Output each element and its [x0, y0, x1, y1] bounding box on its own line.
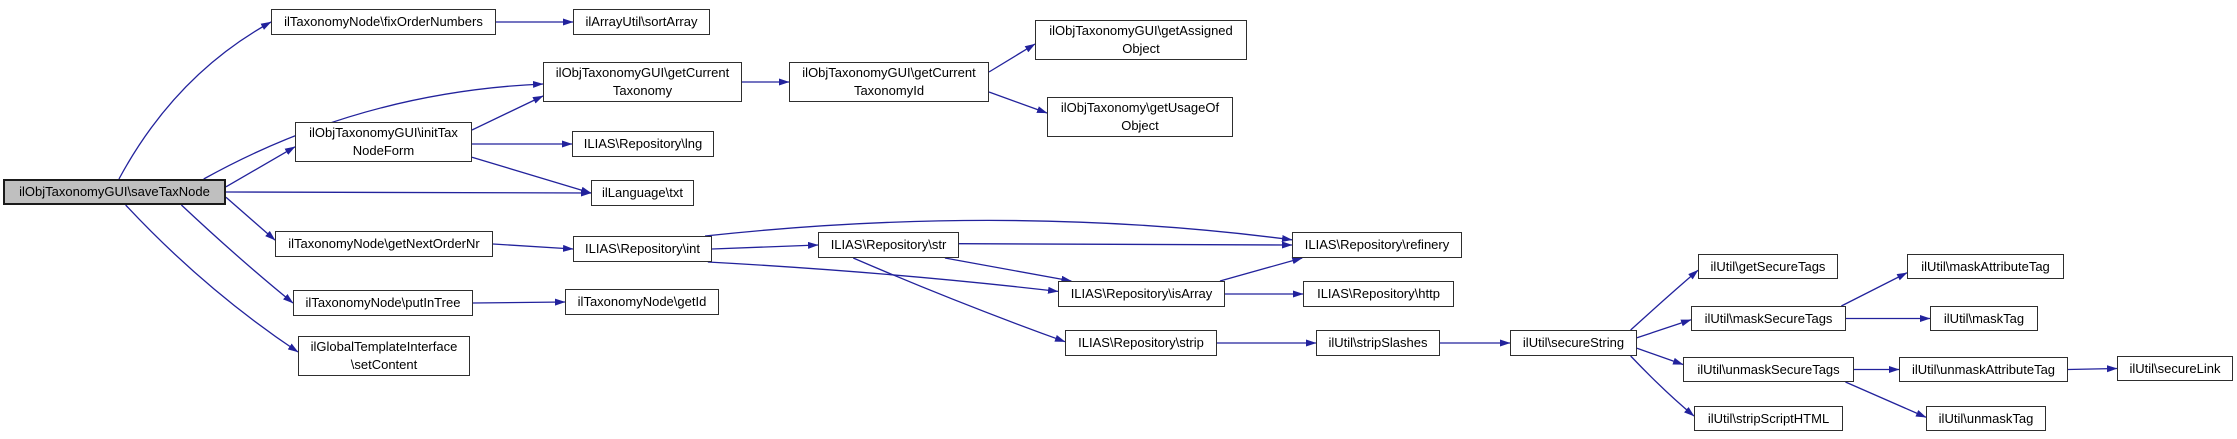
graph-node-label: ILIAS\Repository\http [1317, 286, 1440, 301]
graph-node-label: ilLanguage\txt [602, 185, 683, 200]
graph-node-label: ILIAS\Repository\refinery [1304, 237, 1450, 252]
graph-node-label: ilUtil\unmaskAttributeTag [1911, 361, 2056, 377]
graph-node-sort[interactable]: ilArrayUtil\sortArray [573, 9, 710, 35]
graph-node-strip[interactable]: ILIAS\Repository\strip [1065, 330, 1217, 356]
call-edge-gnon-int [492, 243, 574, 252]
graph-node-label: ilUtil\unmaskSecureTags [1697, 361, 1840, 377]
graph-node-label: NodeForm [352, 143, 415, 158]
graph-node-lng[interactable]: ILIAS\Repository\lng [572, 131, 714, 157]
graph-node-label: ILIAS\Repository\str [830, 237, 947, 252]
graph-node-label: ilObjTaxonomyGUI\initTax [309, 125, 458, 140]
graph-node-label: ILIAS\Repository\isArray [1070, 286, 1213, 301]
graph-node-http[interactable]: ILIAS\Repository\http [1303, 281, 1454, 307]
call-edge-str-isa [944, 257, 1072, 283]
graph-node-setc[interactable]: ilGlobalTemplateInterface \setContent [298, 336, 470, 376]
call-edge-sstr-ssh [1630, 355, 1695, 417]
call-edge-int-str [711, 241, 819, 250]
call-edge-sstr-gst [1630, 269, 1699, 331]
graph-node-label: ilObjTaxonomyGUI\saveTaxNode [19, 184, 210, 199]
call-edge-int-ref [704, 219, 1293, 242]
graph-node-label: ilTaxonomyNode\getId [577, 294, 707, 309]
graph-node-gnon[interactable]: ilTaxonomyNode\getNextOrderNr [275, 231, 493, 257]
graph-node-label: ilUtil\stripScriptHTML [1707, 410, 1830, 426]
call-edge-save-setc [125, 204, 299, 353]
graph-node-label: ilUtil\maskTag [1943, 310, 2025, 326]
graph-node-mtg[interactable]: ilUtil\maskTag [1930, 306, 2038, 331]
graph-node-label: ilUtil\secureString [1522, 335, 1625, 350]
graph-node-gid[interactable]: ilTaxonomyNode\getId [565, 289, 719, 315]
call-edge-gcti-guo [988, 91, 1048, 114]
graph-node-slk[interactable]: ilUtil\secureLink [2117, 356, 2233, 381]
graph-node-label: ilObjTaxonomyGUI\getCurrent [802, 65, 976, 80]
graph-node-label: ilTaxonomyNode\fixOrderNumbers [284, 14, 483, 29]
graph-node-label: ilUtil\maskSecureTags [1704, 310, 1833, 326]
graph-node-label: ilUtil\unmaskTag [1938, 410, 2034, 426]
graph-node-ref[interactable]: ILIAS\Repository\refinery [1292, 232, 1462, 258]
call-edge-int-isa [707, 261, 1059, 294]
graph-node-label: TaxonomyId [853, 83, 925, 98]
graph-node-mat[interactable]: ilUtil\maskAttributeTag [1907, 254, 2064, 279]
call-edge-str-ref [958, 241, 1293, 249]
call-edge-sstr-ust [1636, 347, 1684, 366]
call-edge-save-fix [118, 21, 272, 180]
graph-node-label: ilUtil\getSecureTags [1710, 258, 1826, 274]
graph-node-label: ilObjTaxonomy\getUsageOf [1060, 100, 1220, 115]
graph-node-label: ilUtil\stripSlashes [1328, 335, 1428, 350]
call-edge-sstr-mst [1636, 319, 1692, 339]
graph-node-pit[interactable]: ilTaxonomyNode\putInTree [293, 290, 473, 316]
graph-node-label: ilUtil\secureLink [2129, 360, 2221, 376]
graph-node-label: ilTaxonomyNode\getNextOrderNr [288, 236, 480, 251]
graph-node-gst[interactable]: ilUtil\getSecureTags [1698, 254, 1838, 279]
graph-node-utg[interactable]: ilUtil\unmaskTag [1926, 406, 2046, 431]
graph-node-save[interactable]: ilObjTaxonomyGUI\saveTaxNode [3, 179, 226, 205]
graph-node-label: ilObjTaxonomyGUI\getCurrent [555, 65, 730, 80]
graph-node-uat[interactable]: ilUtil\unmaskAttributeTag [1899, 357, 2068, 382]
graph-node-isa[interactable]: ILIAS\Repository\isArray [1058, 281, 1225, 307]
graph-node-label: ilTaxonomyNode\putInTree [305, 295, 461, 310]
graph-node-label: ilGlobalTemplateInterface [310, 339, 458, 354]
graph-node-label: ILIAS\Repository\int [585, 241, 700, 256]
call-edge-save-pit [180, 204, 294, 304]
graph-node-str[interactable]: ILIAS\Repository\str [818, 232, 959, 258]
graph-node-label: ILIAS\Repository\lng [583, 136, 703, 151]
graph-node-ust[interactable]: ilUtil\unmaskSecureTags [1683, 357, 1854, 382]
graph-node-sls[interactable]: ilUtil\stripSlashes [1316, 330, 1440, 356]
graph-node-label: ilUtil\maskAttributeTag [1921, 258, 2050, 274]
call-edge-mst-mat [1841, 272, 1908, 307]
graph-node-sstr[interactable]: ilUtil\secureString [1510, 330, 1637, 356]
graph-node-int[interactable]: ILIAS\Repository\int [573, 236, 712, 262]
call-edge-ust-utg [1845, 381, 1927, 418]
call-edge-isa-ref [1219, 257, 1303, 282]
graph-node-label: ilArrayUtil\sortArray [585, 14, 698, 29]
graph-node-fix[interactable]: ilTaxonomyNode\fixOrderNumbers [271, 9, 496, 35]
call-edge-save-gct [203, 80, 544, 180]
graph-node-label: Taxonomy [612, 83, 673, 98]
call-edge-pit-gid [472, 298, 566, 306]
call-edge-save-gnon [225, 196, 276, 241]
graph-node-mst[interactable]: ilUtil\maskSecureTags [1691, 306, 1846, 331]
graph-node-label: ILIAS\Repository\strip [1078, 335, 1204, 350]
graph-node-label: Object [1122, 41, 1160, 56]
graph-node-txt[interactable]: ilLanguage\txt [591, 180, 694, 206]
graph-node-label: Object [1121, 118, 1159, 133]
graph-node-label: ilObjTaxonomyGUI\getAssigned [1049, 23, 1233, 38]
call-edge-save-itnf [225, 146, 296, 188]
graph-node-label: \setContent [350, 357, 418, 372]
call-edge-itnf-txt [471, 156, 592, 194]
call-edge-str-strip [852, 257, 1066, 343]
call-edge-itnf-gct [471, 95, 544, 131]
call-edge-gcti-gao [988, 43, 1036, 73]
graph-node-ssh[interactable]: ilUtil\stripScriptHTML [1694, 406, 1843, 431]
call-edge-save-txt [225, 189, 592, 197]
call-edge-uat-slk [2067, 365, 2118, 373]
